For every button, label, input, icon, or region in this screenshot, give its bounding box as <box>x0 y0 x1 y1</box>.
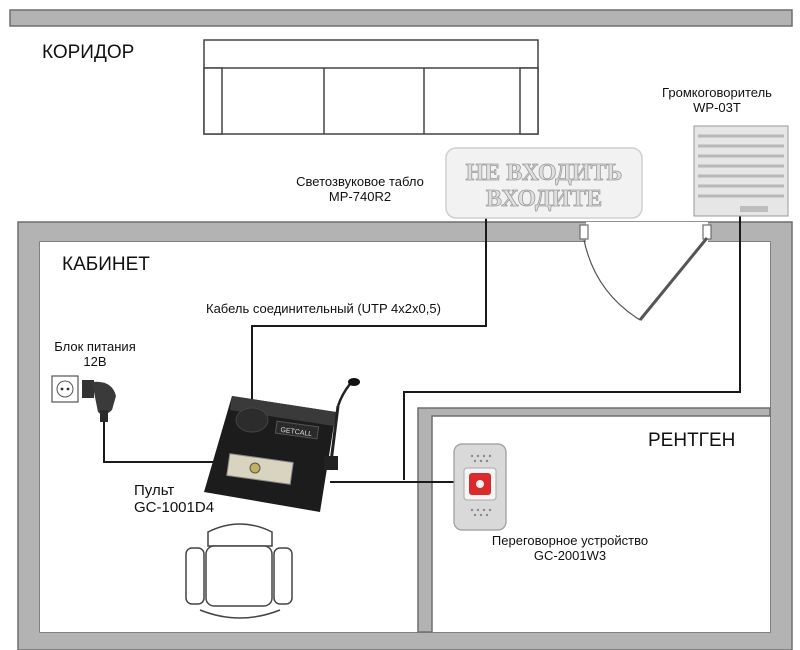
sofa <box>203 39 539 135</box>
room-label-cabinet: КАБИНЕТ <box>62 254 150 275</box>
room-label-corridor: КОРИДОР <box>42 42 135 63</box>
console-label: Пульт GC-1001D4 <box>134 482 214 517</box>
cable-label: Кабель соединительный (UTP 4х2х0,5) <box>206 301 441 316</box>
door-swing <box>583 239 641 321</box>
intercom-name: Переговорное устройство <box>491 533 649 548</box>
power-socket <box>51 375 79 403</box>
console-name: Пульт <box>134 482 175 499</box>
sign-name: Светозвуковое табло <box>296 174 424 189</box>
speaker-label: Громкоговоритель WP-03T <box>640 85 794 116</box>
sign-device: НЕ ВХОДИТЬ ВХОДИТЕ <box>445 147 643 219</box>
room-label-xray: РЕНТГЕН <box>648 430 736 451</box>
console-device: GETCALL <box>204 378 360 512</box>
intercom-model: GC-2001W3 <box>533 547 607 563</box>
power-name: Блок питания <box>54 339 136 354</box>
sign-text-line1: НЕ ВХОДИТЬ <box>466 160 623 186</box>
speaker-name: Громкоговоритель <box>662 85 772 100</box>
sign-label: Светозвуковое табло MP-740R2 <box>280 174 440 205</box>
top-wall <box>9 9 793 27</box>
door-opening <box>586 222 708 242</box>
sign-model: MP-740R2 <box>328 188 392 204</box>
power-label: Блок питания 12В <box>40 339 150 370</box>
speaker-device <box>693 125 789 217</box>
cable-speaker-route <box>403 212 741 480</box>
cable-sign-console <box>251 210 487 402</box>
console-model: GC-1001D4 <box>134 499 215 517</box>
cables <box>103 210 741 483</box>
door-leaf <box>638 237 709 321</box>
intercom-label: Переговорное устройство GC-2001W3 <box>470 533 670 564</box>
chair <box>185 523 293 619</box>
xray-room-walls <box>417 407 771 633</box>
power-adapter <box>82 380 116 422</box>
sign-text-line2: ВХОДИТЕ <box>486 186 602 212</box>
speaker-model: WP-03T <box>693 99 741 115</box>
intercom-device <box>453 443 507 531</box>
power-model: 12В <box>83 353 107 369</box>
console-brand: GETCALL <box>280 427 313 438</box>
cable-power-console <box>103 420 218 463</box>
